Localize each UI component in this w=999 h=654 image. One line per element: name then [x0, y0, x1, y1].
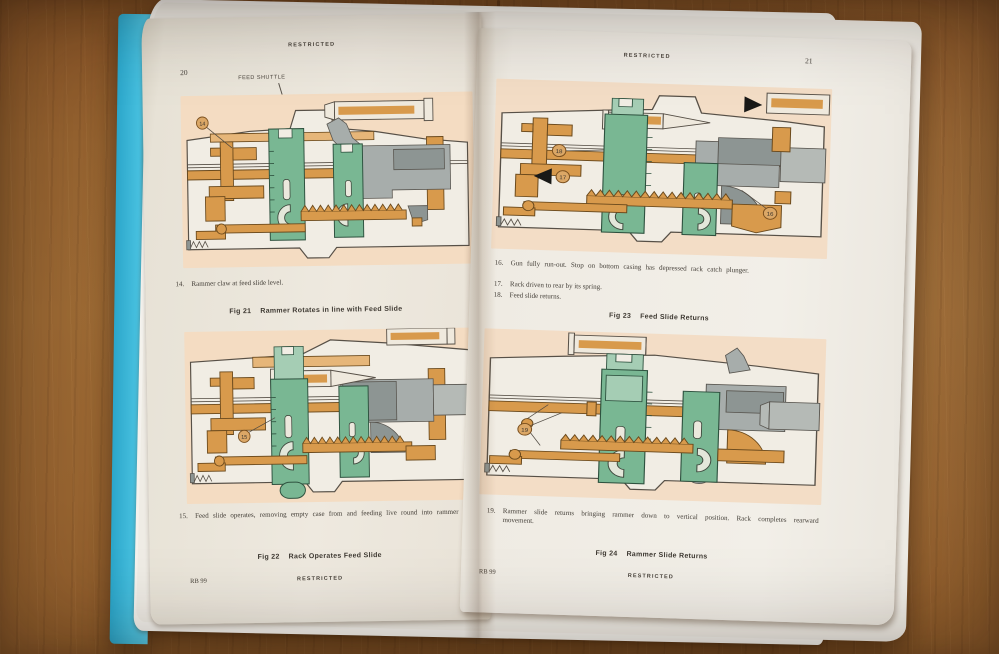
caption-item-14: 14. Rammer claw at feed slide level. [175, 278, 284, 289]
gray-lever [326, 117, 364, 151]
guide-rail [187, 159, 469, 169]
feed-claw [697, 207, 711, 231]
page-number: 21 [804, 56, 813, 66]
slide-foot [279, 481, 306, 499]
page-number: 20 [180, 67, 188, 78]
rack-spring [186, 240, 209, 251]
feed-slide [332, 143, 365, 238]
footer-restricted: RESTRICTED [296, 575, 344, 583]
callout-15: 15 [237, 417, 276, 443]
feed-shuttle-label: FEED SHUTTLE [238, 74, 286, 82]
page-header-restricted: RESTRICTED [623, 52, 671, 61]
left-bracket-assembly [204, 141, 265, 222]
barrel-gray [779, 147, 827, 184]
open-book: RESTRICTED 20 FEED SHUTTLE [109, 0, 924, 650]
footer-restricted: RESTRICTED [627, 572, 674, 581]
feed-slide [338, 385, 370, 478]
svg-text:18: 18 [556, 149, 563, 155]
callout-18: 18 [551, 144, 605, 158]
fig23-diagram: 18 17 16 [495, 92, 831, 243]
right-post [771, 126, 792, 153]
pawl-assembly [405, 445, 436, 461]
callout-14: 14 [196, 116, 233, 149]
ejecting-case [765, 92, 831, 116]
rack-spring [189, 473, 213, 484]
svg-text:16: 16 [767, 212, 774, 218]
svg-text:17: 17 [559, 175, 566, 181]
fig22-title: Fig 22 Rack Operates Feed Slide [257, 551, 382, 561]
left-bracket-assembly [206, 371, 266, 454]
svg-text:14: 14 [199, 121, 205, 127]
breech-inner [393, 148, 445, 171]
empty-case [567, 332, 647, 356]
svg-text:19: 19 [521, 428, 528, 434]
caption-item-15: 15. Feed slide operates, removing empty … [179, 507, 478, 521]
case-top-right [386, 327, 456, 346]
bottom-lever [197, 455, 308, 472]
manual-page-left: RESTRICTED 20 FEED SHUTTLE [141, 13, 491, 625]
rack [300, 203, 407, 222]
callout-17: 17 [555, 170, 571, 184]
page-header-restricted: RESTRICTED [288, 41, 336, 49]
top-beam [252, 355, 371, 368]
manual-page-right: RESTRICTED 21 [459, 28, 912, 626]
barrel-gray [768, 401, 821, 432]
fig22-panel: 15 [184, 327, 479, 505]
page-footer: RB 99 RESTRICTED [461, 568, 895, 582]
fig24-diagram: 19 [484, 332, 821, 491]
catch-plunger [774, 190, 792, 205]
caption-item-16: 16. Gun fully run-out. Stop on bottom ca… [494, 258, 750, 275]
fig23-title: Fig 23 Feed Slide Returns [608, 312, 710, 323]
fig21-title: Fig 21 Rammer Rotates in line with Feed … [229, 305, 403, 316]
gray-lever [725, 347, 751, 374]
rail-cap [586, 401, 597, 417]
fig21-diagram: 14 [186, 97, 470, 259]
fig22-diagram: 15 [189, 327, 474, 499]
rammer-slide [270, 345, 310, 499]
catch-plunger [411, 217, 423, 227]
bottom-lever [195, 223, 306, 241]
callout-16: 16 [741, 190, 778, 220]
rack-spring [495, 216, 522, 227]
barrel-taper [759, 401, 771, 430]
arrow-left-icon [533, 168, 552, 185]
rack-spring [484, 462, 511, 473]
fig23-panel: 18 17 16 [491, 78, 833, 260]
book-spine-shadow [464, 12, 496, 644]
arrow-right-icon [744, 96, 763, 113]
rack [560, 433, 694, 454]
page-footer: RB 99 RESTRICTED [150, 573, 490, 585]
rack [586, 188, 733, 210]
bottom-lever [502, 200, 628, 217]
caption-item-19: 19. Rammer slide returns bringing rammer… [487, 507, 819, 526]
buffer-bar [717, 448, 785, 464]
fig24-title: Fig 24 Rammer Slide Returns [595, 549, 708, 561]
fig24-panel: 19 [479, 328, 827, 506]
callout-19: 19 [517, 412, 562, 436]
bottom-lever [488, 449, 621, 465]
cartridge-in-feed-shuttle [324, 97, 434, 122]
fig21-panel: 14 [180, 91, 476, 269]
svg-text:15: 15 [241, 435, 247, 441]
feed-claw [696, 447, 712, 473]
feed-slide [679, 390, 721, 484]
